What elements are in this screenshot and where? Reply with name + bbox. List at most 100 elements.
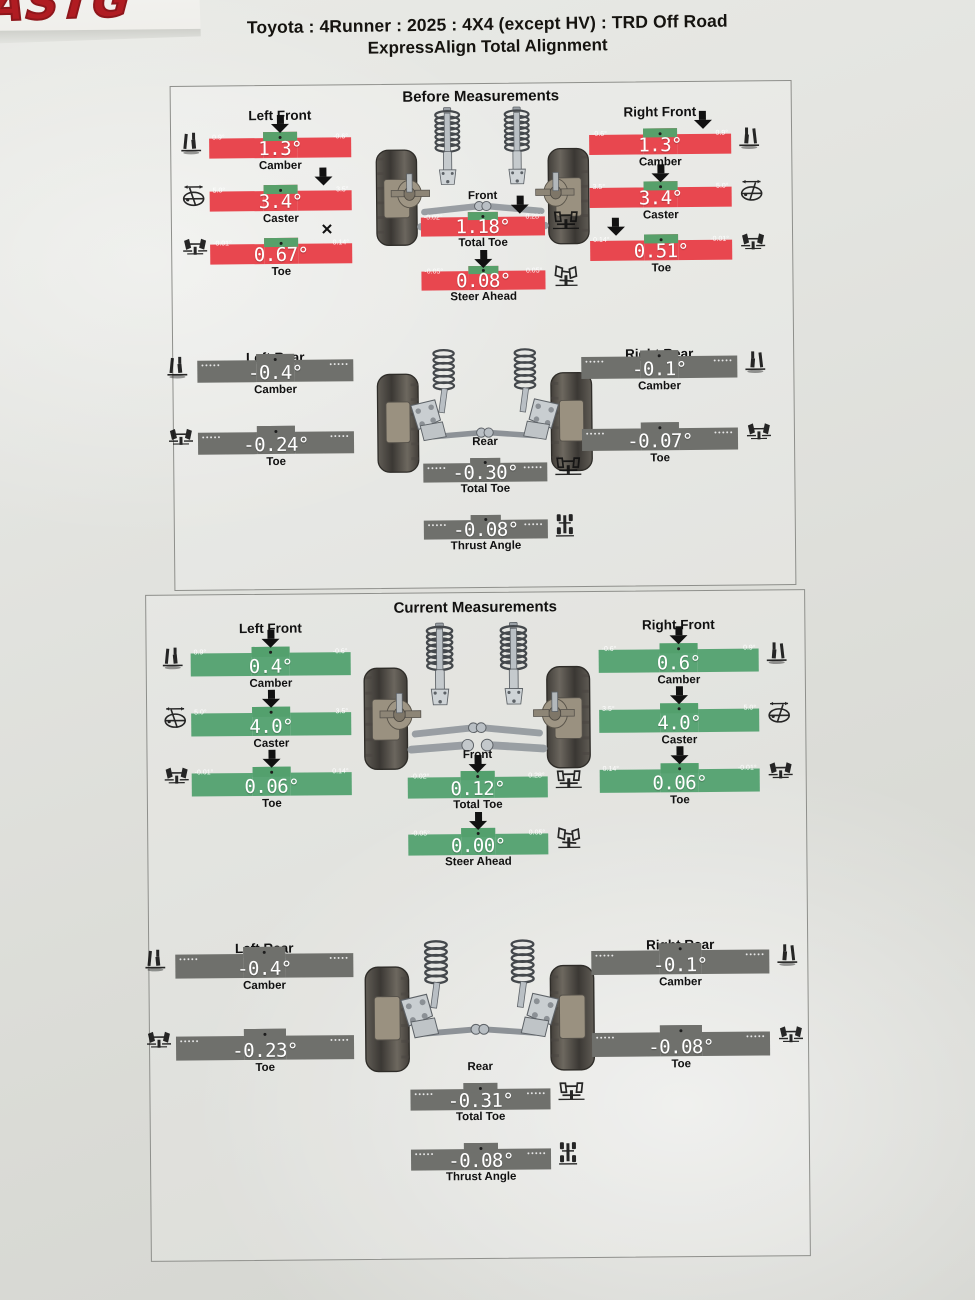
icon-rear-thrust-angle (557, 1140, 579, 1166)
gauge-target-dot (270, 770, 274, 774)
gauge-steer-ahead: -0.05°0.05°0.00° (408, 827, 549, 858)
label-right-rear-toe: Toe (671, 1058, 692, 1071)
icon-left-rear-toe (146, 1031, 172, 1051)
out-of-spec-x-mark: ✕ (320, 221, 334, 239)
icon-left-rear-camber (145, 949, 166, 973)
gauge-target-dot (678, 947, 682, 951)
gauge-value: -0.08° (448, 1149, 514, 1173)
label-rear-total-toe: Total Toe (460, 482, 511, 496)
gauge-camber: ••••••••••-0.1° (591, 942, 770, 976)
label-left-rear-toe: Toe (266, 455, 287, 469)
icon-rear-total-toe (556, 1080, 586, 1102)
label-right-front-caster: Caster (661, 734, 698, 747)
icon-right-rear-camber (777, 943, 798, 967)
gauge-value: -0.08° (648, 1035, 714, 1059)
icon-right-front-caster (740, 179, 764, 203)
label-front-steer-ahead: Steer Ahead (450, 290, 518, 304)
label-right-rear-camber: Camber (638, 380, 681, 393)
gauge-value: -0.07° (627, 429, 693, 453)
gauge-value: 0.06° (652, 771, 708, 795)
before-measurements-panel: Before Measurements (167, 80, 797, 591)
gauge-target-dot (657, 354, 661, 358)
gauge-target-dot (678, 767, 682, 771)
rear-suspension-graphic (364, 341, 606, 503)
label-left-front-toe: Toe (262, 797, 282, 810)
icon-right-front-toe (740, 232, 766, 252)
label-left-front-toe: Toe (271, 265, 292, 279)
icon-right-front-camber (766, 641, 787, 665)
gauge-toe: ••••••••••-0.08° (591, 1024, 771, 1059)
label-rear-thrust-angle: Thrust Angle (445, 1170, 517, 1184)
gauge-target-dot (262, 951, 266, 955)
gauge-value: 0.67° (253, 243, 309, 267)
label-front-total-toe: Total Toe (458, 236, 508, 250)
gauge-caster: 3.5°5.0°4.0° (599, 703, 760, 735)
gauge-toe: ••••••••••-0.23° (175, 1028, 355, 1063)
icon-left-rear-toe (168, 428, 194, 448)
gauge-value: 3.4° (258, 190, 303, 214)
rear-center-label: Rear (472, 435, 498, 449)
icon-right-rear-camber (745, 350, 766, 374)
gauge-value: 0.00° (450, 834, 506, 858)
gauge-camber: ••••••••••-0.1° (581, 350, 738, 381)
gauge-value: 0.12° (450, 777, 506, 801)
gauge-value: 3.4° (638, 187, 683, 210)
gauge-target-dot (273, 357, 277, 361)
right-front-title: Right Front (623, 103, 697, 120)
icon-left-front-caster (182, 185, 206, 209)
label-right-front-camber: Camber (657, 674, 701, 687)
label-front-steer-ahead: Steer Ahead (445, 855, 512, 869)
gauge-value: 4.0° (657, 712, 702, 735)
gauge-value: -0.30° (452, 461, 519, 485)
icon-right-rear-toe (746, 422, 772, 442)
gauge-target-dot (269, 650, 273, 654)
gauge-value: 0.08° (456, 269, 511, 293)
icon-right-rear-toe (778, 1025, 804, 1045)
rear-suspension-graphic (351, 932, 608, 1104)
gauge-value: 1.3° (258, 137, 303, 161)
label-left-front-caster: Caster (262, 212, 299, 226)
gauge-value: -0.23° (232, 1039, 298, 1063)
gauge-target-dot (679, 1029, 683, 1033)
gauge-value: 4.0° (249, 715, 294, 738)
gauge-value: 1.3° (638, 134, 683, 157)
gauge-value: -0.24° (243, 433, 309, 457)
icon-right-front-camber (739, 126, 760, 150)
gauge-camber: -0.6°0.9°1.3° (589, 128, 732, 157)
gauge-caster: 5.0°3.5°4.0° (191, 706, 352, 738)
gauge-value: 0.51° (633, 240, 689, 263)
gauge-toe: 0.14°-0.01°0.51° (590, 234, 733, 263)
label-right-front-caster: Caster (642, 209, 679, 222)
gauge-total-toe: -0.02°0.28°0.12° (407, 770, 548, 801)
gauge-target-dot (677, 647, 681, 651)
rear-center-label: Rear (467, 1060, 494, 1074)
icon-front-total-toe (554, 768, 584, 790)
label-right-front-toe: Toe (670, 794, 690, 807)
label-left-rear-toe: Toe (255, 1061, 276, 1074)
label-left-front-caster: Caster (253, 737, 290, 750)
front-suspension-graphic (348, 614, 605, 786)
gauge-value: -0.31° (447, 1089, 514, 1113)
label-left-rear-camber: Camber (243, 979, 286, 993)
gauge-camber: ••••••••••-0.4° (197, 353, 354, 384)
icon-front-steer-ahead (554, 825, 582, 851)
gauge-caster: 5.0°3.5°3.4° (209, 184, 352, 214)
label-right-front-toe: Toe (651, 262, 672, 275)
icon-front-total-toe (551, 209, 581, 231)
label-left-rear-camber: Camber (254, 383, 297, 397)
gauge-toe: -0.01°0.14°0.06° (191, 766, 352, 799)
gauge-caster: 3.5°5.0°3.4° (589, 181, 732, 210)
current-measurements-panel: Current Measurements (145, 589, 811, 1262)
gauge-camber: 0.9°-0.6°1.3° (209, 131, 352, 161)
icon-right-front-caster (767, 701, 791, 725)
front-center-label: Front (467, 189, 498, 203)
gauge-target-dot (677, 707, 681, 711)
icon-right-front-toe (768, 761, 794, 781)
icon-left-front-toe (182, 238, 208, 258)
label-left-front-camber: Camber (258, 159, 302, 173)
gauge-camber: 0.9°-0.6°0.4° (190, 646, 351, 678)
icon-rear-total-toe (553, 455, 583, 477)
gauge-value: 0.06° (244, 775, 300, 799)
label-left-front-camber: Camber (249, 677, 293, 690)
gauge-toe: -0.01°0.14°0.67° (210, 237, 353, 267)
